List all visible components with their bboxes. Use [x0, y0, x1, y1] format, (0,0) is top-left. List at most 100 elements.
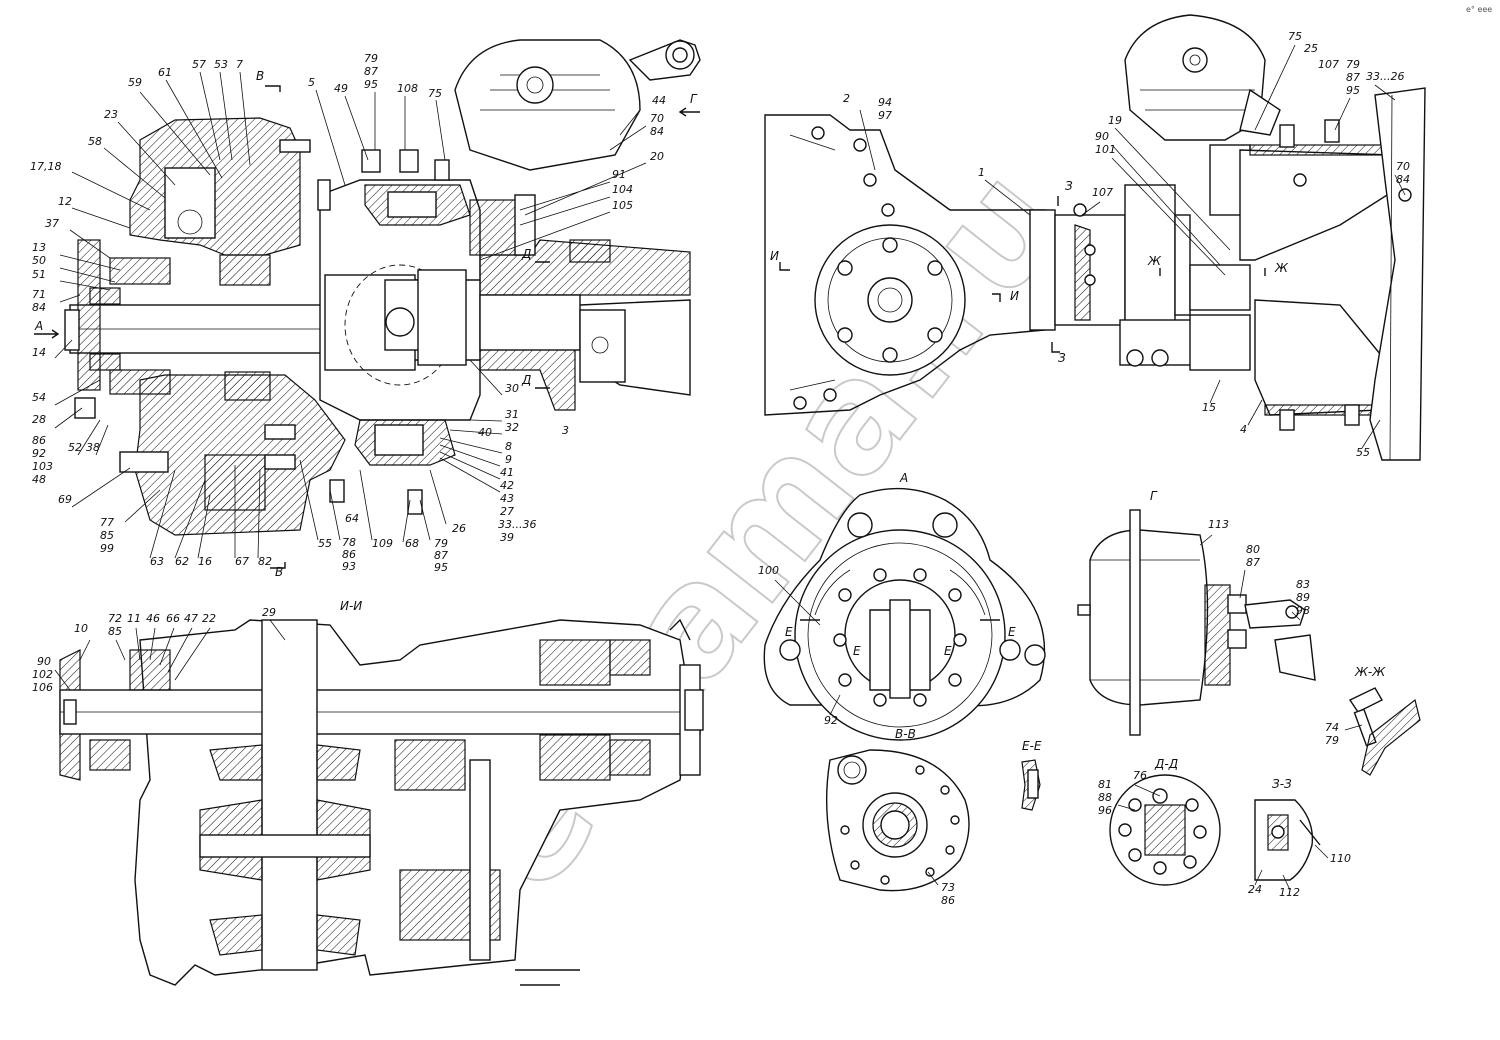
section-mark: Ж [1147, 254, 1162, 268]
view-title-ii: И-И [340, 599, 362, 613]
section-mark: В [256, 69, 264, 83]
callout: 66 [166, 612, 180, 625]
callout: 86 [941, 894, 955, 907]
callout: 92 [32, 447, 46, 460]
callout: 10 [74, 622, 88, 635]
callout: 77 [100, 516, 114, 529]
section-mark: Е [785, 625, 793, 639]
callout: 11 [127, 612, 141, 625]
callout: 63 [150, 555, 164, 568]
callout: 43 [500, 492, 514, 505]
callout: 50 [32, 254, 46, 267]
callout: 70 [1396, 160, 1410, 173]
callout: 3 [562, 424, 569, 437]
callout-labels: 59 61 57 53 7 23 58 17,18 12 37 13 50 51… [30, 30, 1410, 907]
callout: 49 [334, 82, 348, 95]
view-title-dd: Д-Д [1154, 757, 1178, 771]
callout: 2 [843, 92, 850, 105]
callout: 98 [1296, 604, 1310, 617]
callout: 106 [32, 681, 53, 694]
callout: 69 [58, 493, 72, 506]
section-mark: Ж [1274, 261, 1289, 275]
view-zz [1348, 687, 1421, 776]
section-mark: И [770, 249, 779, 263]
callout: 78 [342, 536, 356, 549]
callout: 16 [198, 555, 212, 568]
main-axle-section [64, 39, 701, 536]
callout: 96 [1098, 804, 1112, 817]
callout: 28 [32, 413, 46, 426]
callout: 87 [1246, 556, 1260, 569]
callout: 85 [108, 625, 122, 638]
callout: 90 [37, 655, 51, 668]
callout: 82 [258, 555, 272, 568]
view-title-ee: Е-Е [1022, 739, 1042, 753]
callout: 62 [175, 555, 189, 568]
callout: 109 [372, 537, 393, 550]
callout: 95 [364, 78, 378, 91]
callout: 33...36 [498, 518, 536, 531]
view-g [1077, 509, 1316, 736]
callout: 8 [505, 440, 512, 453]
section-mark: Д [521, 247, 531, 261]
top-plan-view [764, 14, 1426, 461]
callout: 41 [500, 466, 514, 479]
callout: 5 [308, 76, 315, 89]
view-dd [1109, 774, 1221, 886]
callout: 90 [1095, 130, 1109, 143]
callout: 86 [32, 434, 46, 447]
callout: 95 [1346, 84, 1360, 97]
section-marks: А В В Г Д Д И И З З Ж Ж Е Е Е Е [34, 69, 1289, 658]
callout: 83 [1296, 578, 1310, 591]
callout: 55 [1356, 446, 1370, 459]
callout: 100 [758, 564, 779, 577]
callout: 84 [1396, 173, 1410, 186]
callout: 46 [146, 612, 160, 625]
callout: 88 [1098, 791, 1112, 804]
view-zeze [1254, 799, 1321, 881]
callout: 85 [100, 529, 114, 542]
callout: 48 [32, 473, 46, 486]
view-title-g: Г [1150, 489, 1158, 503]
callout: 64 [345, 512, 359, 525]
callout: 31 [505, 408, 519, 421]
callout: 79 [434, 537, 448, 550]
callout: 75 [1288, 30, 1302, 43]
view-title-zz: Ж-Ж [1354, 665, 1386, 679]
callout: 84 [32, 301, 46, 314]
callout: 30 [505, 382, 519, 395]
callout: 26 [452, 522, 466, 535]
callout: 99 [100, 542, 114, 555]
callout: 47 [184, 612, 198, 625]
callout: 81 [1098, 778, 1112, 791]
callout: 71 [32, 288, 46, 301]
callout: 53 [214, 58, 228, 71]
callout: 103 [32, 460, 53, 473]
callout: 19 [1108, 114, 1122, 127]
leader-lines [54, 44, 1406, 891]
callout: 12 [58, 195, 72, 208]
section-mark: З [1065, 179, 1073, 193]
callout: 59 [128, 76, 142, 89]
section-mark: Е [1008, 625, 1016, 639]
callout: 7 [236, 58, 243, 71]
callout: 14 [32, 346, 46, 359]
callout: 95 [434, 561, 448, 574]
callout: 86 [342, 548, 356, 561]
callout: 79 [364, 52, 378, 65]
callout: 92 [824, 714, 838, 727]
callout: 51 [32, 268, 46, 281]
callout: 79 [1325, 734, 1339, 747]
callout: 87 [1346, 71, 1360, 84]
callout: 94 [878, 96, 892, 109]
callout: 38 [86, 441, 100, 454]
callout: 105 [612, 199, 633, 212]
callout: 93 [342, 560, 356, 573]
callout: 25 [1304, 42, 1318, 55]
section-mark: Г [690, 92, 698, 106]
section-mark: Е [853, 644, 861, 658]
callout: 24 [1248, 883, 1262, 896]
callout: 22 [202, 612, 216, 625]
callout: 39 [500, 531, 514, 544]
